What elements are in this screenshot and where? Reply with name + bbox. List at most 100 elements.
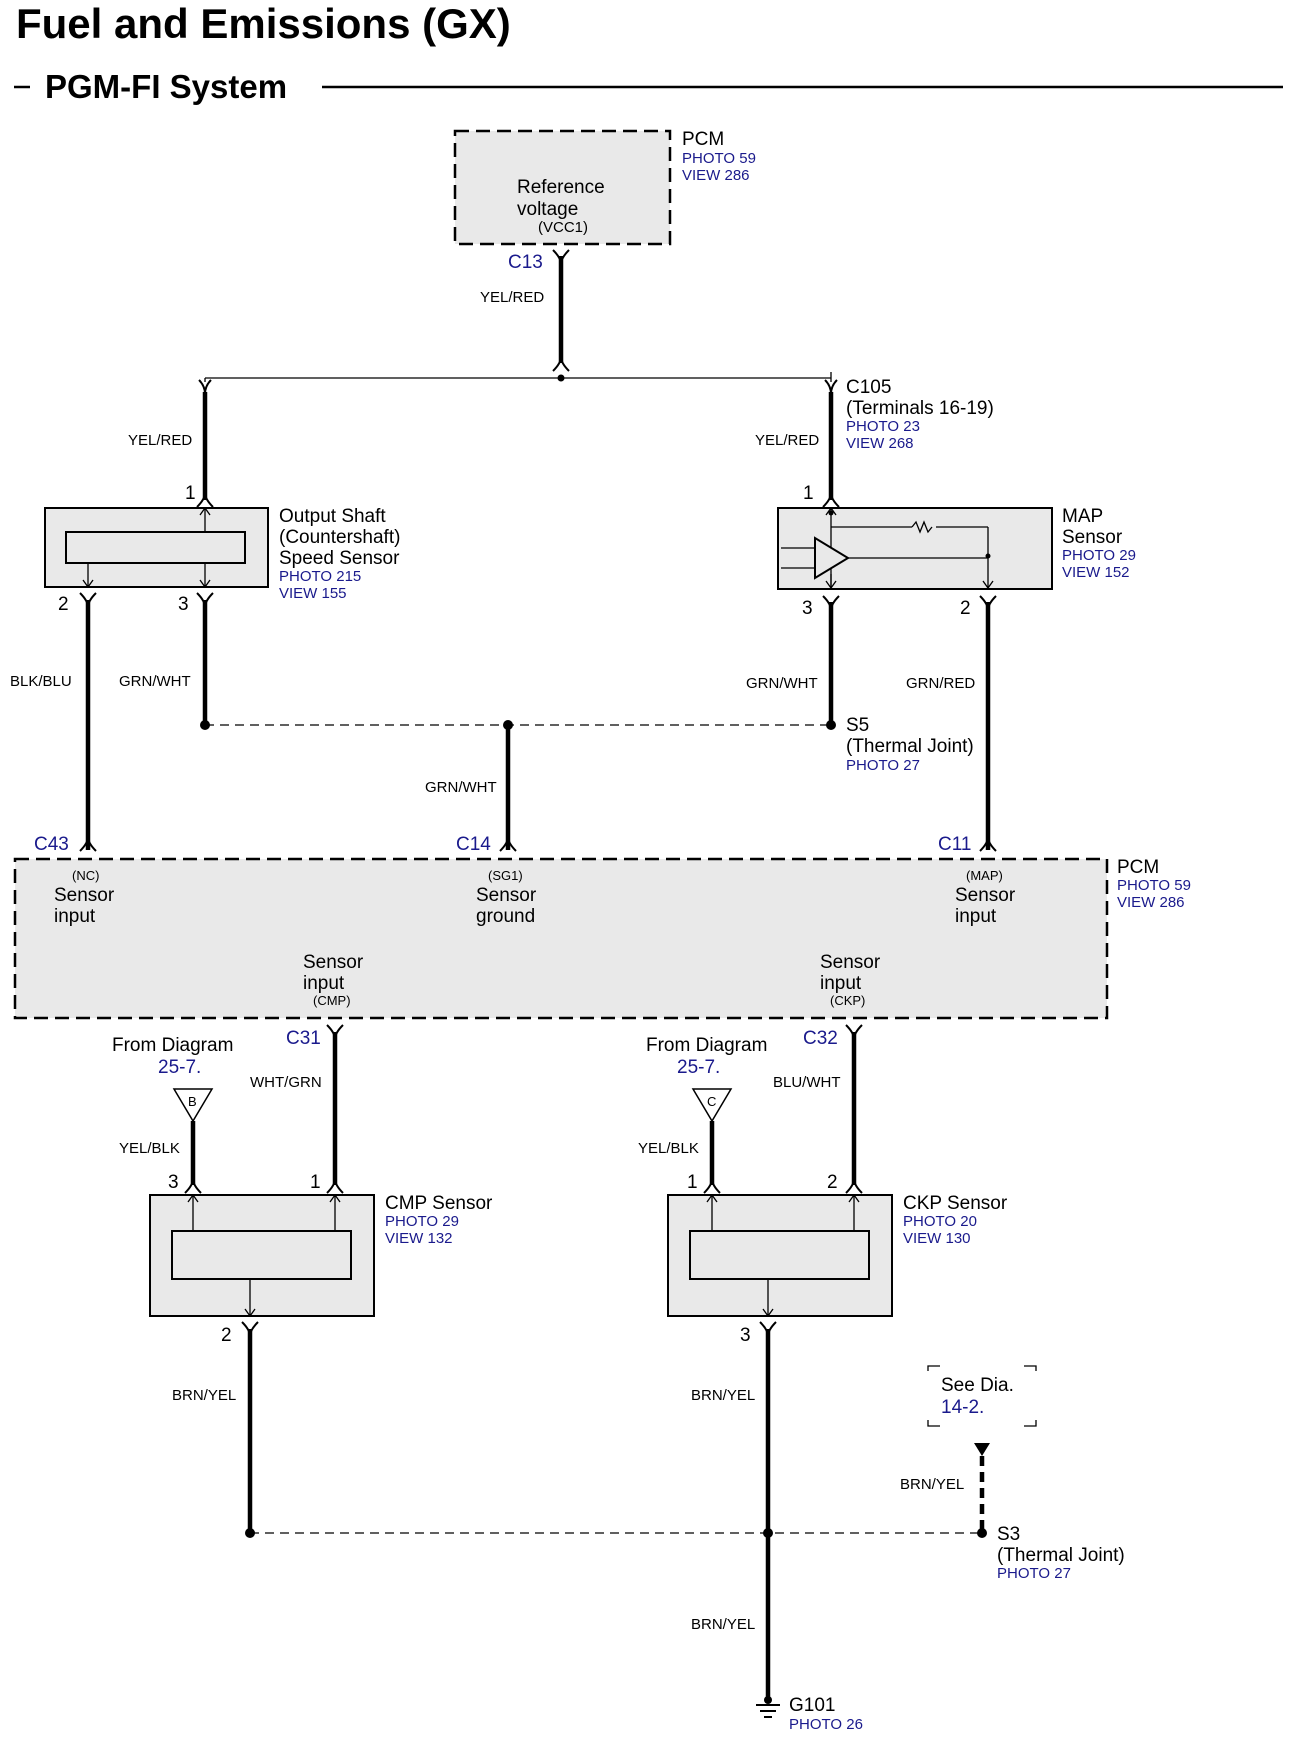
ckp-pin-2: 2 — [827, 1172, 838, 1193]
map-pin-1: 1 — [803, 483, 814, 504]
pcm-ckp-terminal: (CKP) — [830, 993, 865, 1008]
pcm-cmp-line1: Sensor — [303, 952, 364, 973]
c105-label: C105 — [846, 377, 891, 398]
wire-label-yel-red-right: YEL/RED — [755, 432, 819, 449]
cmp-pin-2: 2 — [221, 1325, 232, 1346]
connector-c11: C11 — [938, 834, 971, 855]
from-diagram-c-text: From Diagram — [646, 1035, 767, 1056]
oss-pin-2: 2 — [58, 594, 69, 615]
s5-photo: PHOTO 27 — [846, 757, 920, 774]
off-page-b-triangle — [172, 1088, 214, 1123]
map-pin-2: 2 — [960, 598, 971, 619]
off-page-b-letter: B — [188, 1094, 197, 1109]
pcm-cmp-line2: input — [303, 973, 345, 994]
oss-view: VIEW 155 — [279, 585, 347, 602]
cmp-pin-1: 1 — [310, 1172, 321, 1193]
c105-view: VIEW 268 — [846, 435, 914, 452]
map-pin-3: 3 — [802, 598, 813, 619]
wire-label-blk-blu: BLK/BLU — [10, 673, 72, 690]
map-name-line2: Sensor — [1062, 527, 1123, 548]
pcm-main-label: PCM — [1117, 857, 1159, 878]
page-title: Fuel and Emissions (GX) — [16, 0, 511, 47]
s5-desc: (Thermal Joint) — [846, 736, 974, 757]
wire-label-yel-red-left: YEL/RED — [128, 432, 192, 449]
pcm-map-terminal: (MAP) — [966, 868, 1003, 883]
oss-name-line3: Speed Sensor — [279, 548, 400, 569]
c105-upper-pin — [824, 379, 838, 395]
splice-dot-top — [557, 374, 565, 382]
cmp-photo: PHOTO 29 — [385, 1213, 459, 1230]
off-page-c-letter: C — [707, 1094, 716, 1109]
connector-c31: C31 — [286, 1028, 321, 1049]
cmp-pin3-shape — [184, 1178, 202, 1194]
s3-dot-mid — [763, 1528, 773, 1538]
see-diagram-arrow — [974, 1443, 990, 1456]
pcm-nc-line2: input — [54, 906, 96, 927]
s3-photo: PHOTO 27 — [997, 1565, 1071, 1582]
connector-c32: C32 — [803, 1028, 838, 1049]
from-diagram-c-ref: 25-7. — [677, 1057, 720, 1078]
cmp-pin1-shape — [326, 1178, 344, 1194]
connector-c13: C13 — [508, 252, 543, 273]
oss-name-line1: Output Shaft — [279, 506, 386, 527]
c105-photo: PHOTO 23 — [846, 418, 920, 435]
pcm-cmp-terminal: (CMP) — [313, 993, 351, 1008]
pcm-top-view: VIEW 286 — [682, 167, 750, 184]
page-subtitle: PGM-FI System — [45, 68, 287, 105]
ckp-pin2-shape — [845, 1178, 863, 1194]
wire-label-yel-red-main: YEL/RED — [480, 289, 544, 306]
s3-dot-right — [977, 1528, 987, 1538]
pcm-ckp-line1: Sensor — [820, 952, 881, 973]
c14-pin — [499, 836, 517, 852]
ground-icon — [756, 1696, 780, 1718]
pcm-top-terminal: (VCC1) — [538, 219, 588, 236]
cmp-sensor-box — [149, 1193, 375, 1318]
pcm-nc-line1: Sensor — [54, 885, 115, 906]
map-name-line1: MAP — [1062, 506, 1103, 527]
off-page-c-triangle — [691, 1088, 733, 1123]
see-diagram-box — [927, 1365, 1037, 1427]
c13-lower-pin — [552, 356, 570, 372]
oss-photo: PHOTO 215 — [279, 568, 361, 585]
wire-label-wht-grn: WHT/GRN — [250, 1074, 322, 1091]
oss-pin-1: 1 — [185, 483, 196, 504]
wire-label-brn-yel-3: BRN/YEL — [900, 1476, 964, 1493]
s3-dot-left — [245, 1528, 255, 1538]
pcm-top-label: PCM — [682, 129, 724, 150]
c11-pin — [979, 836, 997, 852]
ckp-view: VIEW 130 — [903, 1230, 971, 1247]
cmp-pin-3: 3 — [168, 1172, 179, 1193]
wire-label-brn-yel-4: BRN/YEL — [691, 1616, 755, 1633]
pcm-sg1-line1: Sensor — [476, 885, 537, 906]
pcm-top-photo: PHOTO 59 — [682, 150, 756, 167]
s5-dot-right — [826, 720, 836, 730]
oss-sensor-box — [44, 506, 269, 589]
cmp-view: VIEW 132 — [385, 1230, 453, 1247]
wire-label-blu-wht: BLU/WHT — [773, 1074, 841, 1091]
wire-label-brn-yel-2: BRN/YEL — [691, 1387, 755, 1404]
ckp-pin-1: 1 — [687, 1172, 698, 1193]
pcm-reference-voltage-box: Reference voltage (VCC1) — [453, 129, 672, 246]
map-view: VIEW 152 — [1062, 564, 1130, 581]
s3-desc: (Thermal Joint) — [997, 1545, 1125, 1566]
g101-label: G101 — [789, 1695, 835, 1716]
from-diagram-b-text: From Diagram — [112, 1035, 233, 1056]
pcm-main-view: VIEW 286 — [1117, 894, 1185, 911]
pcm-sg1-terminal: (SG1) — [488, 868, 523, 883]
ckp-sensor-box — [667, 1193, 893, 1318]
c43-pin — [79, 836, 97, 852]
oss-upper-pin — [198, 379, 212, 395]
ckp-photo: PHOTO 20 — [903, 1213, 977, 1230]
map-pin1-shape — [822, 492, 840, 508]
wire-label-yel-blk-right: YEL/BLK — [638, 1140, 699, 1157]
wire-label-grn-red: GRN/RED — [906, 675, 975, 692]
pcm-map-line1: Sensor — [955, 885, 1016, 906]
pcm-main-photo: PHOTO 59 — [1117, 877, 1191, 894]
pcm-ckp-line2: input — [820, 973, 862, 994]
pcm-nc-terminal: (NC) — [72, 868, 99, 883]
wire-label-yel-blk-left: YEL/BLK — [119, 1140, 180, 1157]
map-sensor-box — [777, 506, 1053, 590]
oss-pin1-shape — [196, 492, 214, 508]
c105-terminals: (Terminals 16-19) — [846, 398, 994, 419]
